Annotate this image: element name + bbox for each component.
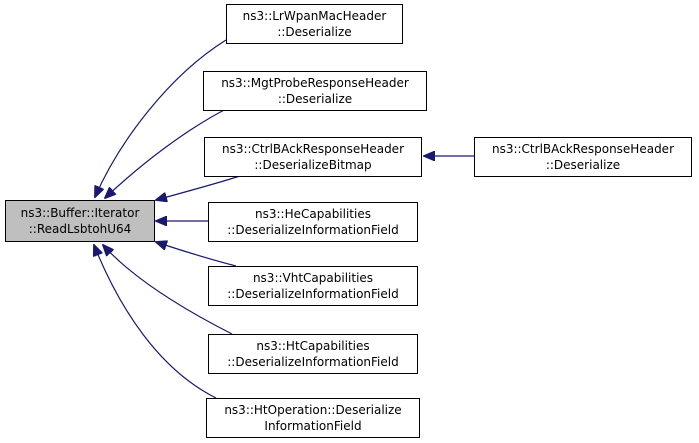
node-label-line2: InformationField [264,419,362,433]
node-label-line2: ::DeserializeInformationField [227,287,399,301]
node-lrwpanmacheader-deserialize[interactable]: ns3::LrWpanMacHeader ::Deserialize [226,4,403,44]
node-label-line1: ns3::HtCapabilities [256,339,370,353]
node-buffer-iterator-readlsbtohu64: ns3::Buffer::Iterator ::ReadLsbtohU64 [5,200,155,242]
node-label-line2: ::Deserialize [277,92,353,106]
node-label-line1: ns3::HtOperation::Deserialize [224,403,402,417]
node-ctrlbackresponseheader-deserialize[interactable]: ns3::CtrlBAckResponseHeader ::Deserializ… [474,137,692,177]
node-label-line1: ns3::LrWpanMacHeader [242,9,387,23]
node-mgtproberesponseheader-deserialize[interactable]: ns3::MgtProbeResponseHeader ::Deserializ… [203,71,427,111]
node-label-line2: ::Deserialize [545,158,621,172]
edge-mgtprobe-to-root [105,107,229,198]
node-label-line1: ns3::Buffer::Iterator [20,206,140,220]
node-label-line1: ns3::CtrlBAckResponseHeader [491,142,675,156]
edge-htop-to-root [94,245,217,399]
edge-ctrlbitmap-to-root [156,175,241,200]
node-htoperation-deserializeinformationfield[interactable]: ns3::HtOperation::Deserialize Informatio… [206,398,420,438]
node-htcapabilities-deserializeinformationfield[interactable]: ns3::HtCapabilities ::DeserializeInforma… [208,334,418,374]
node-label-line2: ::DeserializeBitmap [254,158,372,172]
node-ctrlbackresponseheader-deserializebitmap[interactable]: ns3::CtrlBAckResponseHeader ::Deserializ… [204,137,422,177]
node-label-line2: ::Deserialize [277,25,352,39]
node-hecapabilities-deserializeinformationfield[interactable]: ns3::HeCapabilities ::DeserializeInforma… [208,202,418,242]
node-label-line1: ns3::MgtProbeResponseHeader [221,76,409,90]
node-label-line1: ns3::HeCapabilities [255,207,371,221]
edge-vhtcap-to-root [156,242,237,267]
node-vhtcapabilities-deserializeinformationfield[interactable]: ns3::VhtCapabilities ::DeserializeInform… [208,266,418,306]
node-label-line2: ::ReadLsbtohU64 [28,222,132,236]
node-label-line2: ::DeserializeInformationField [227,223,399,237]
node-label-line2: ::DeserializeInformationField [227,355,399,369]
edge-htcap-to-root [103,245,233,335]
edge-lrwpan-to-root [95,39,227,197]
node-label-line1: ns3::CtrlBAckResponseHeader [221,142,405,156]
node-label-line1: ns3::VhtCapabilities [252,271,374,285]
